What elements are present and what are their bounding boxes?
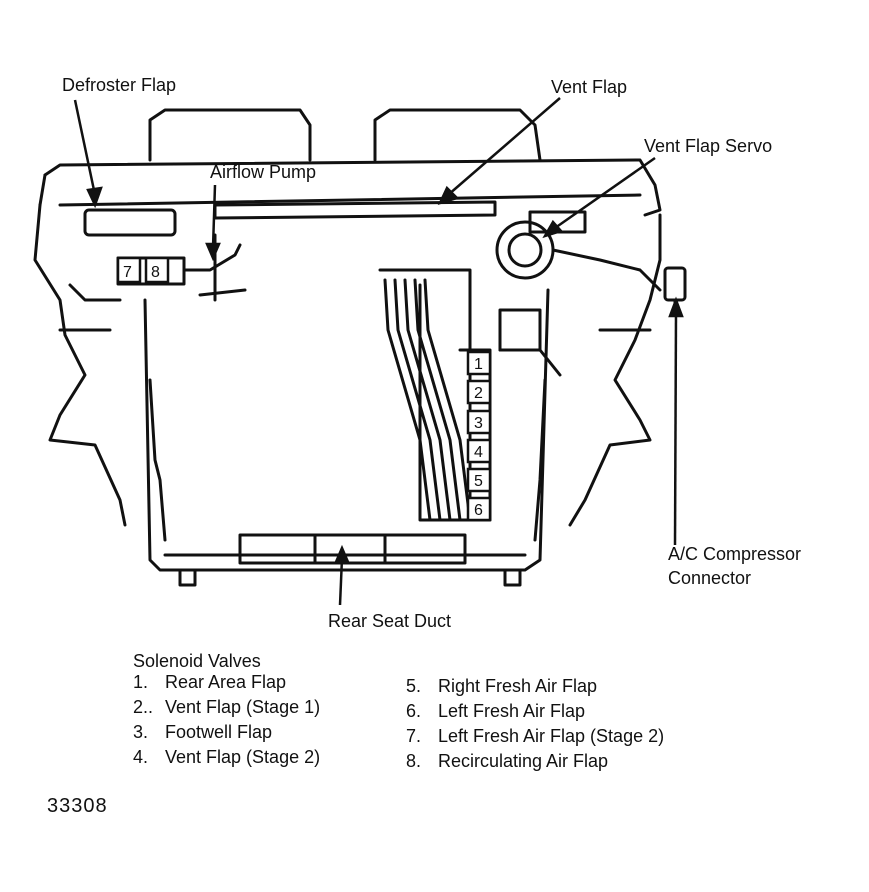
housing-top-right-hump	[373, 108, 542, 162]
legend-item-number: 2..	[133, 697, 154, 717]
valve-number-8: 8	[151, 264, 160, 281]
legend-item: 3. Footwell Flap	[133, 720, 320, 745]
valve-box-1	[466, 350, 492, 376]
legend-item-text: Rear Area Flap	[165, 672, 287, 692]
legend-item: 2.. Vent Flap (Stage 1)	[133, 695, 320, 720]
legend-item-number: 7.	[406, 726, 422, 746]
legend-item-text: Left Fresh Air Flap	[438, 701, 586, 721]
valve-box-2	[466, 379, 492, 405]
legend-item: 5. Right Fresh Air Flap	[406, 674, 664, 699]
legend-item-number: 4.	[133, 747, 149, 767]
legend-item-number: 6.	[406, 701, 422, 721]
housing-top-left-hump	[148, 108, 312, 162]
ac-compressor-label-line2: Connector	[668, 568, 751, 588]
vent-flap-leader	[447, 97, 561, 196]
legend-item-text: Vent Flap (Stage 1)	[165, 697, 321, 717]
legend-item-text: Recirculating Air Flap	[438, 751, 609, 771]
legend-right-column: 5. Right Fresh Air Flap 6. Left Fresh Air …	[406, 674, 664, 774]
valve-box-8	[144, 256, 170, 284]
valve-number-4: 4	[474, 444, 483, 461]
legend-item: 8. Recirculating Air Flap	[406, 749, 664, 774]
housing-upper	[43, 158, 662, 217]
figure-id: 33308	[47, 795, 108, 817]
rear-seat-duct-label: Rear Seat Duct	[328, 611, 451, 631]
valve-box-5	[466, 467, 492, 493]
legend-item-text: Vent Flap (Stage 2)	[165, 747, 321, 767]
legend-item: 7. Left Fresh Air Flap (Stage 2)	[406, 724, 664, 749]
legend-item-text: Footwell Flap	[165, 722, 273, 742]
legend-item: 1. Rear Area Flap	[133, 670, 320, 695]
airflow-pump-leader	[211, 184, 217, 249]
legend-item-number: 5.	[406, 676, 422, 696]
defroster-flap	[83, 208, 177, 237]
valve-number-6: 6	[474, 502, 483, 519]
valve-box-6	[466, 496, 492, 522]
legend-title: Solenoid Valves	[133, 651, 261, 671]
legend-item-number: 3.	[133, 722, 149, 742]
valve-box-3	[466, 409, 492, 435]
legend-item-number: 8.	[406, 751, 422, 771]
housing-right-side	[568, 213, 662, 527]
valve-box-7	[116, 256, 142, 284]
vent-flap-slot	[213, 200, 497, 220]
valve-box-4	[466, 438, 492, 464]
legend-item-text: Right Fresh Air Flap	[438, 676, 598, 696]
legend-item-number: 1.	[133, 672, 149, 692]
valve-number-1: 1	[474, 356, 483, 373]
vent-flap-servo-label: Vent Flap Servo	[644, 136, 772, 156]
legend-item: 4. Vent Flap (Stage 2)	[133, 745, 320, 770]
servo-leader	[554, 156, 656, 230]
airflow-pump-label: Airflow Pump	[210, 162, 316, 182]
valve-number-2: 2	[474, 385, 483, 402]
defroster-flap-label: Defroster Flap	[62, 75, 176, 95]
rear-seat-duct-grille	[238, 533, 467, 565]
defroster-leader	[73, 99, 97, 196]
legend-item: 6. Left Fresh Air Flap	[406, 699, 664, 724]
vent-flap-label: Vent Flap	[551, 77, 627, 97]
legend-item-text: Left Fresh Air Flap (Stage 2)	[438, 726, 665, 746]
valve-number-3: 3	[474, 415, 483, 432]
ac-connector-leader	[673, 311, 678, 546]
ac-compressor-connector	[663, 266, 687, 302]
housing-left-side	[33, 203, 127, 527]
valve-number-5: 5	[474, 473, 483, 490]
ac-compressor-label-line1: A/C Compressor	[668, 544, 801, 564]
rear-seat-duct-leader	[338, 557, 344, 606]
vacuum-lines	[383, 278, 472, 522]
valve-number-7: 7	[123, 264, 132, 281]
legend-left-column: 1.Rear Area Flap 2..Vent Flap (Stage 1) …	[133, 670, 320, 770]
vent-flap-servo	[495, 220, 555, 280]
